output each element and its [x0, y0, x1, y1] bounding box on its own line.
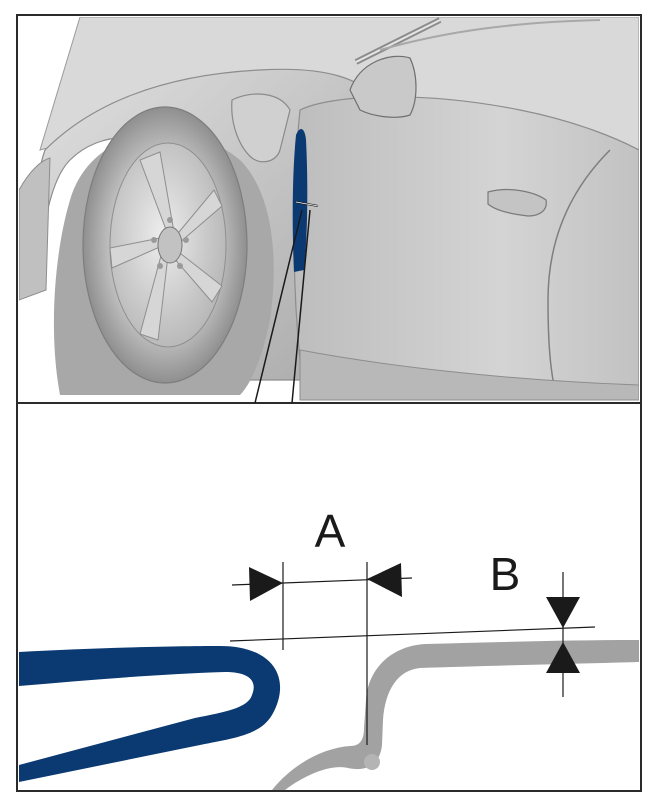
- car-overview: [19, 17, 639, 401]
- callout-leader-left: [254, 209, 303, 404]
- front-door: [293, 96, 639, 389]
- door-handle: [487, 188, 547, 217]
- door-section: [272, 640, 639, 790]
- side-mirror: [349, 55, 417, 118]
- gap-arrow-right: [367, 563, 402, 597]
- charge-port-flap: [231, 93, 291, 163]
- fender-section: [19, 646, 281, 782]
- flush-arrow-bottom: [546, 642, 580, 673]
- gap-arrow-left: [249, 567, 283, 601]
- gap-label: A: [315, 505, 346, 557]
- flush-label: B: [490, 548, 521, 600]
- flush-reference-line: [229, 626, 596, 642]
- callout-leader-right: [291, 209, 311, 404]
- section-detail: A B: [19, 505, 639, 790]
- flush-arrow-top: [546, 597, 580, 628]
- door-seal: [292, 128, 308, 272]
